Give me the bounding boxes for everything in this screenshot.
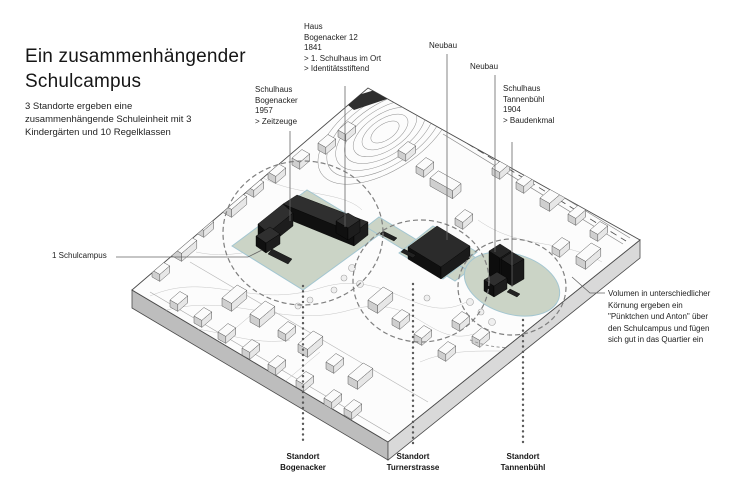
standort-label-tannenbuehl: Standort Tannenbühl xyxy=(500,452,546,472)
page-title: Ein zusammenhängender Schulcampus xyxy=(25,46,246,92)
standort-label-turnerstrasse: Standort Turnerstrasse xyxy=(386,452,440,472)
circle-bogenacker xyxy=(222,160,384,306)
hilltop-structure xyxy=(342,89,390,110)
leader-lines xyxy=(116,54,605,294)
annotation-haus-bogenacker-12: Haus Bogenacker 12 1841 > 1. Schulhaus i… xyxy=(304,22,382,74)
annotation-schulhaus-bogenacker: Schulhaus Bogenacker 1957 > Zeitzeuge xyxy=(255,85,298,126)
standort-label-bogenacker: Standort Bogenacker xyxy=(280,452,326,472)
circle-turnerstrasse xyxy=(352,219,490,343)
leader-volumen xyxy=(571,276,605,294)
leader-schulcampus xyxy=(116,249,263,258)
annotation-volumen: Volumen in unterschiedlicher Körnung erg… xyxy=(608,289,711,344)
pavilion-2 xyxy=(400,248,417,259)
pavilion-1 xyxy=(379,230,398,242)
building-schulhaus-tannenbuehl xyxy=(483,271,521,298)
page-subtitle: 3 Standorte ergeben eine zusammenhängend… xyxy=(25,101,192,138)
annotation-schulcampus: 1 Schulcampus xyxy=(52,251,107,260)
annotation-neubau-tannenbuehl: Neubau xyxy=(470,62,499,71)
school-buildings xyxy=(255,194,525,298)
annotation-neubau-turnerstrasse: Neubau xyxy=(429,41,458,50)
standort-leaders xyxy=(301,282,525,446)
annotation-schulhaus-tannenbuehl: Schulhaus Tannenbühl 1904 > Baudenkmal xyxy=(503,84,555,125)
building-haus-bogenacker-12 xyxy=(335,212,361,241)
